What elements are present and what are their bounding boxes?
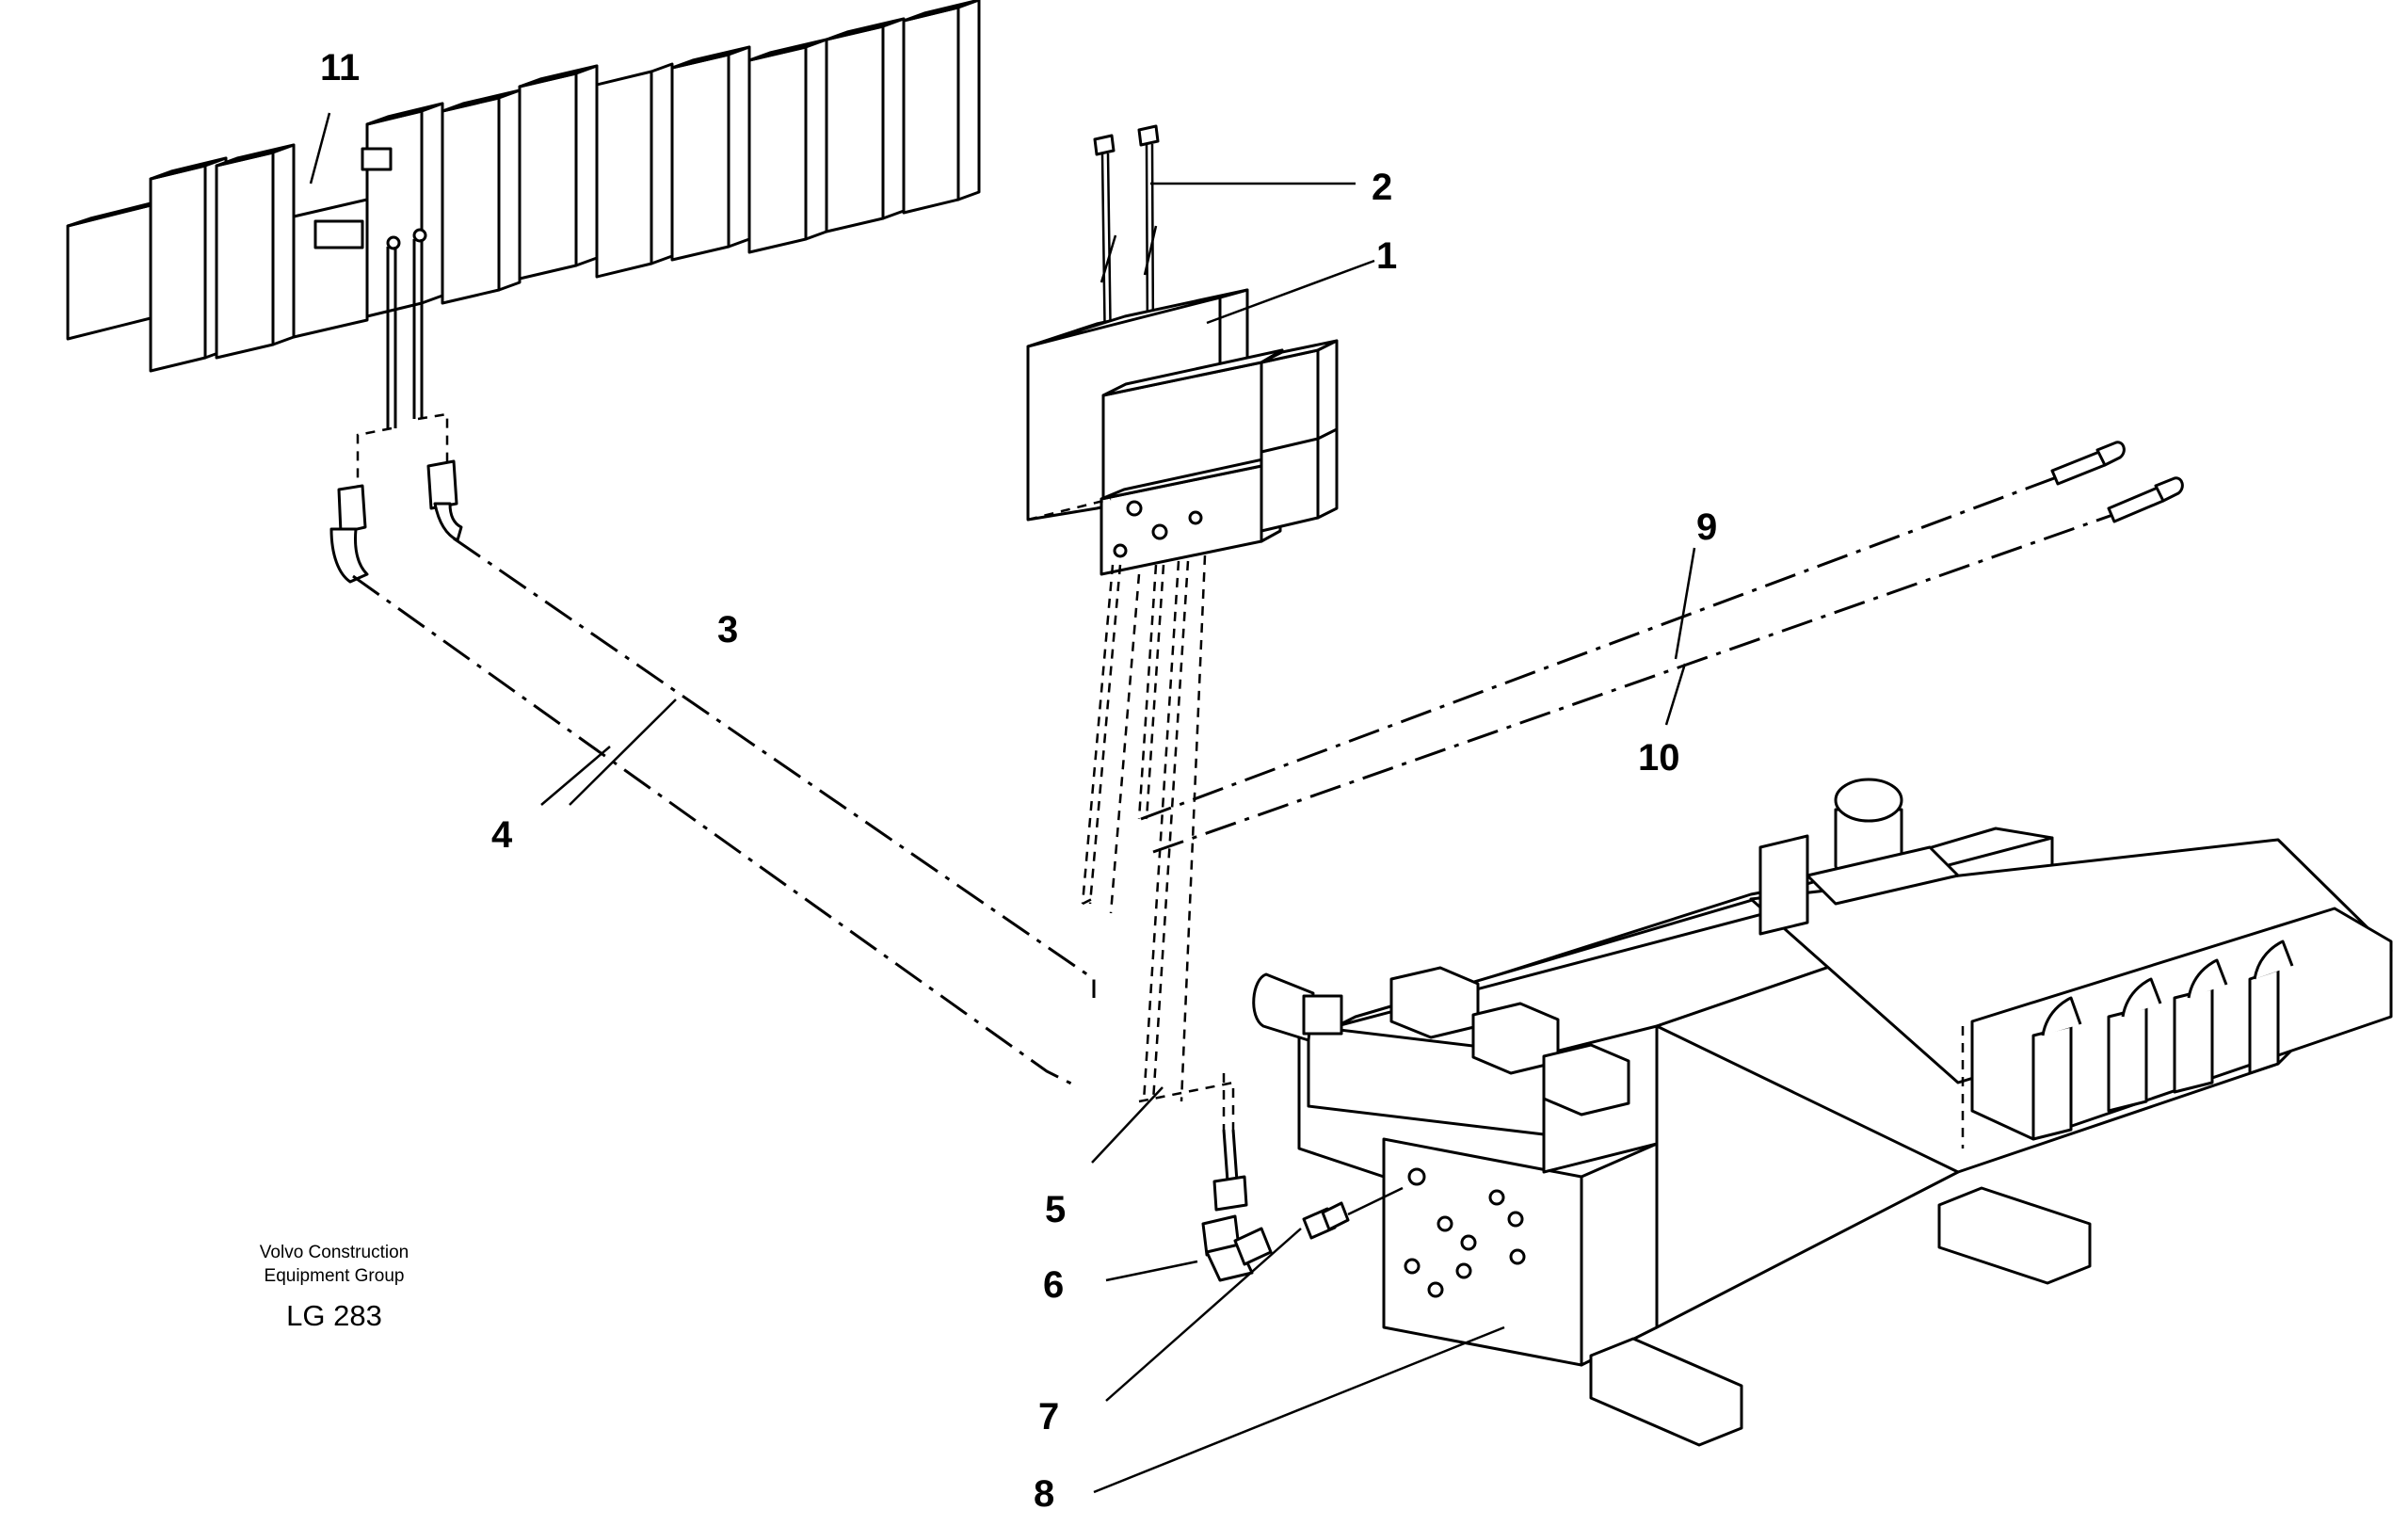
callout-10: 10: [1638, 737, 1680, 779]
callout-6: 6: [1043, 1264, 1064, 1306]
line-3: [453, 537, 1096, 998]
line-10: [1152, 511, 2119, 854]
leader-lines: [309, 112, 1696, 1494]
line-4: [352, 574, 1074, 1086]
callout-11: 11: [320, 47, 360, 88]
control-valve-bank: [66, 0, 981, 373]
hose-end-fittings: [2050, 441, 2184, 523]
callout-7: 7: [1038, 1396, 1059, 1438]
callout-8: 8: [1034, 1473, 1054, 1515]
pilot-tube-pair: [329, 239, 463, 584]
callouts: 1 2 3 4 5 6 7 8 9 10 11: [320, 47, 1717, 1515]
org-name-line-2: Equipment Group: [264, 1266, 405, 1286]
pilot-valve-block: [1026, 288, 1339, 576]
elbow-and-adapter-fittings: [1201, 1129, 1404, 1282]
callout-3: 3: [717, 609, 738, 651]
drawing-code: LG 283: [286, 1299, 382, 1332]
callout-5: 5: [1045, 1189, 1066, 1230]
main-control-valve: [1252, 778, 2393, 1447]
callout-9: 9: [1696, 506, 1717, 548]
callout-1: 1: [1376, 235, 1397, 277]
pilot-lines: [1081, 554, 1235, 1130]
drawing-caption: Volvo Construction Equipment Group LG 28…: [226, 1241, 442, 1333]
callout-2: 2: [1372, 167, 1392, 208]
callout-4: 4: [491, 814, 513, 856]
org-name-line-1: Volvo Construction: [259, 1243, 409, 1262]
spool-slot: [313, 219, 364, 249]
